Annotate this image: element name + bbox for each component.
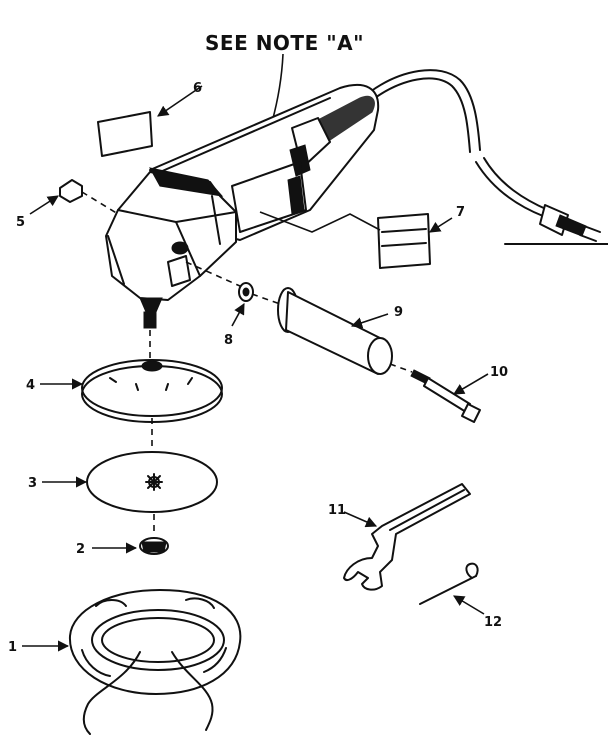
callout-6: 6 <box>193 81 202 96</box>
polisher-body <box>105 84 380 329</box>
callout-7: 7 <box>456 205 465 220</box>
nut-5 <box>59 179 119 215</box>
callout-4: 4 <box>26 378 35 393</box>
bolt-10 <box>389 363 481 423</box>
side-handle-9 <box>251 287 393 375</box>
label-plate-6 <box>97 111 153 157</box>
cap-nut-2 <box>139 514 169 555</box>
spanner-wrench-11 <box>343 483 471 591</box>
callout-12: 12 <box>484 615 502 630</box>
callout-3: 3 <box>28 476 37 491</box>
washer-8 <box>185 261 254 302</box>
power-cord <box>369 69 608 245</box>
label-plate-7 <box>259 211 431 269</box>
callout-11: 11 <box>328 503 346 518</box>
callout-leaders <box>22 85 489 652</box>
callout-9: 9 <box>394 305 403 320</box>
callout-5: 5 <box>16 215 25 230</box>
callout-2: 2 <box>76 542 85 557</box>
note-leader <box>271 53 284 123</box>
callout-8: 8 <box>224 333 233 348</box>
callout-1: 1 <box>8 640 17 655</box>
pin-wrench-12 <box>419 562 479 605</box>
backing-pad-4 <box>81 330 223 423</box>
polishing-bonnet-1 <box>68 589 242 735</box>
see-note-label: SEE NOTE "A" <box>205 31 364 55</box>
sanding-disc-3 <box>86 418 218 513</box>
callout-10: 10 <box>490 365 508 380</box>
